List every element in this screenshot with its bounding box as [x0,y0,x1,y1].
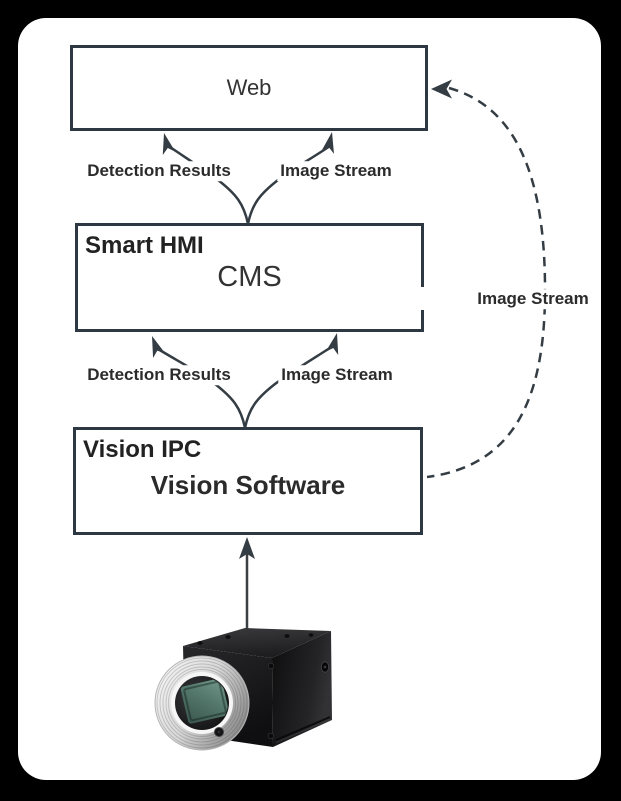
node-smart-hmi-title: CMS [217,261,282,293]
arrowhead-up-icon [321,132,334,154]
node-web: Web [70,45,428,131]
edge-camera-to-ipc [239,537,255,632]
arrowhead-left-icon [431,79,452,99]
edge-label-image-stream-lower: Image Stream [278,365,396,385]
edge-ipc-to-web [426,79,547,479]
camera-side-connector [320,661,329,673]
edge-label-detection-results-lower: Detection Results [84,365,234,385]
camera-image [154,628,332,751]
edge-label-image-stream-upper: Image Stream [277,161,395,181]
node-vision-ipc: Vision IPC Vision Software [73,427,423,535]
camera-top-screws [197,633,314,645]
node-smart-hmi: Smart HMI CMS [75,223,424,332]
edge-label-image-stream-bypass: Image Stream [474,289,592,309]
smart-hmi-border-gap [419,287,427,310]
edge-ipc-to-hmi [157,344,334,429]
node-web-title: Web [226,75,272,100]
arrowhead-up-icon [239,537,255,559]
camera-lens [154,655,250,751]
arrowhead-up-icon [325,333,339,355]
arrowhead-up-icon [162,133,176,155]
node-vision-ipc-label: Vision IPC [83,436,202,463]
node-vision-ipc-title: Vision Software [150,469,346,500]
edge-hmi-to-web [169,144,331,225]
arrowhead-up-icon [152,336,166,358]
node-smart-hmi-label: Smart HMI [85,232,204,259]
edge-label-detection-results-upper: Detection Results [84,161,234,181]
